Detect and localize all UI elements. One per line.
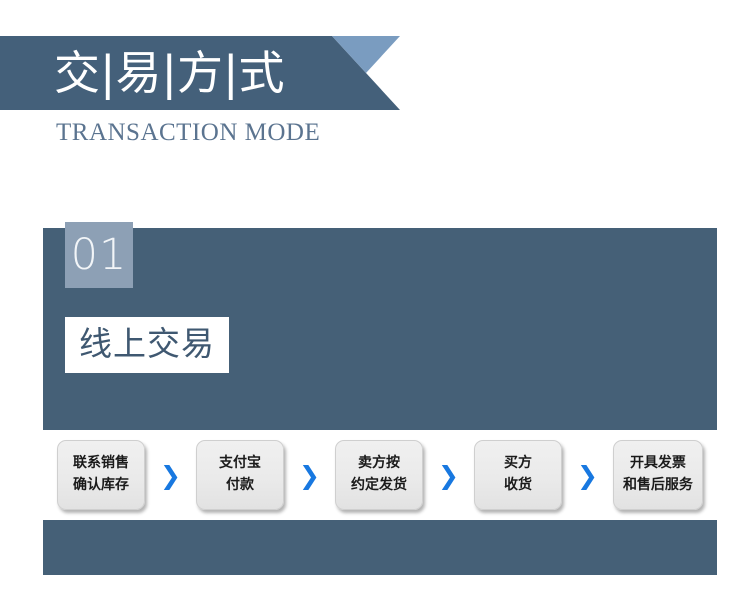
chevron-right-icon: ❯ xyxy=(299,460,320,490)
process-step-5[interactable]: 开具发票和售后服务 xyxy=(612,440,703,510)
card-heading-box: 线上交易 xyxy=(65,317,229,373)
process-step-label: 约定发货 xyxy=(350,477,407,493)
process-step-label: 联系销售 xyxy=(73,455,129,472)
banner-title: 交|易|方|式 xyxy=(54,46,285,100)
process-step-label: 收货 xyxy=(503,477,532,493)
chevron-right-icon: ❯ xyxy=(160,460,181,490)
process-step-label: 和售后服务 xyxy=(622,477,693,493)
process-step-label: 支付宝 xyxy=(218,455,261,472)
header-subtitle: TRANSACTION MODE xyxy=(56,119,321,146)
process-flow-strip: 联系销售确认库存 ❯ 支付宝付款 ❯ 卖方按约定发货 ❯ 买方收货 ❯ 开具发票和售后服务 xyxy=(43,430,717,520)
process-step-4[interactable]: 买方收货 xyxy=(473,440,562,510)
chevron-right-icon: ❯ xyxy=(576,460,598,490)
header-banner: 交|易|方|式 xyxy=(0,36,400,110)
process-step-label: 确认库存 xyxy=(73,477,129,493)
banner-shape-graphic xyxy=(0,36,400,110)
process-step-label: 开具发票 xyxy=(629,455,686,472)
process-step-1[interactable]: 联系销售确认库存 xyxy=(57,440,145,510)
process-step-3[interactable]: 卖方按约定发货 xyxy=(334,440,423,510)
step-number-badge: 01 xyxy=(65,222,133,288)
chevron-right-icon: ❯ xyxy=(437,460,459,490)
process-step-2[interactable]: 支付宝付款 xyxy=(195,440,284,510)
transaction-mode-card: 01 线上交易 联系销售确认库存 ❯ 支付宝付款 ❯ 卖方按约定发货 ❯ 买方收货 ❯ 开具发票… xyxy=(43,222,717,575)
process-step-label: 卖方按 xyxy=(357,455,400,472)
process-step-label: 付款 xyxy=(225,477,254,493)
step-number-text: 01 xyxy=(70,229,128,280)
process-step-label: 买方 xyxy=(503,455,532,472)
card-heading-text: 线上交易 xyxy=(79,324,215,363)
